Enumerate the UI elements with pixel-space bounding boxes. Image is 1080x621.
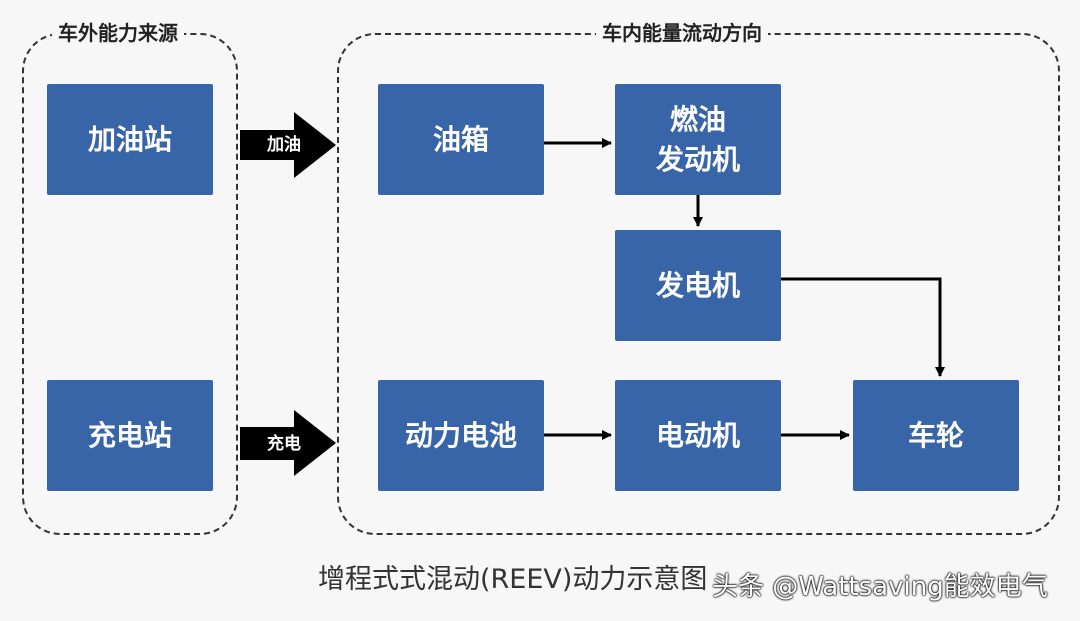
diagram-caption: 增程式式混动(REEV)动力示意图 <box>318 564 708 595</box>
charge-arrow-label: 充电 <box>267 434 301 454</box>
node-charging-station: 充电站 <box>47 380 213 491</box>
node-gas-station: 加油站 <box>47 84 213 195</box>
internal-flow-title: 车内能量流动方向 <box>596 21 768 45</box>
node-generator: 发电机 <box>615 230 781 341</box>
watermark: 头条 @Wattsaving能效电气 <box>712 572 1048 602</box>
refuel-arrow-label: 加油 <box>267 135 301 155</box>
node-wheels: 车轮 <box>853 380 1019 491</box>
node-fuel-engine: 燃油 发动机 <box>615 84 781 195</box>
node-electric-motor: 电动机 <box>615 380 781 491</box>
node-battery: 动力电池 <box>378 380 544 491</box>
external-sources-title: 车外能力来源 <box>52 21 184 45</box>
node-fuel-tank: 油箱 <box>378 84 544 195</box>
